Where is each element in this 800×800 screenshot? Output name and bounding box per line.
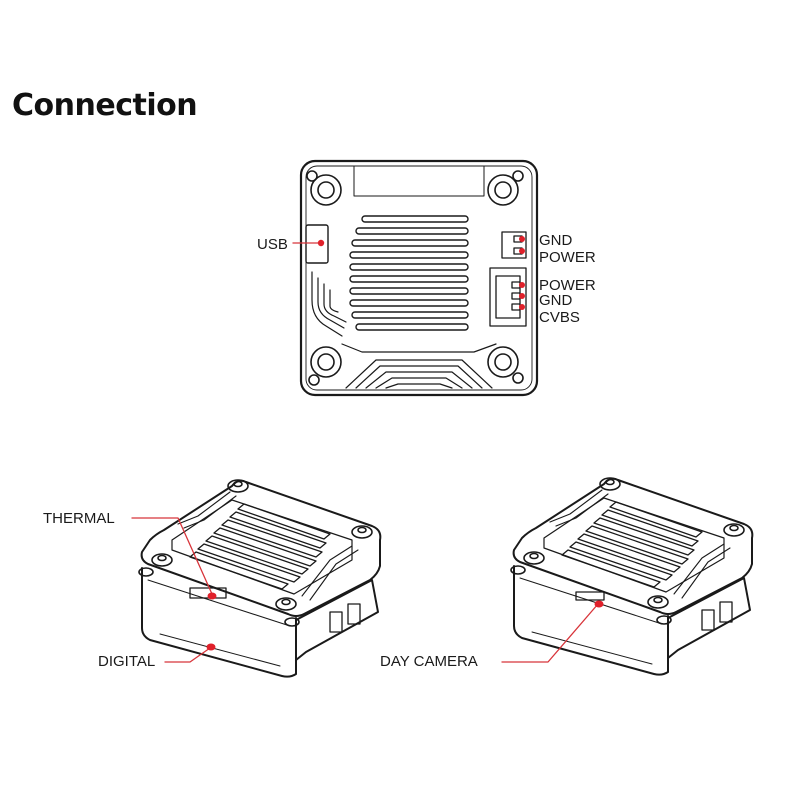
label-usb: USB bbox=[257, 236, 288, 253]
digital-marker bbox=[206, 643, 216, 651]
grooves-left bbox=[177, 491, 359, 601]
label-power-top: POWER bbox=[539, 249, 596, 266]
label-digital: DIGITAL bbox=[98, 653, 155, 670]
label-power-mid: POWER bbox=[539, 277, 596, 294]
day-camera-marker bbox=[594, 600, 604, 608]
heatsink-slats-right bbox=[561, 501, 703, 588]
top-view-module bbox=[299, 159, 539, 397]
label-gnd-top: GND bbox=[539, 232, 573, 249]
screw-top-right bbox=[487, 170, 524, 206]
thermal-marker bbox=[207, 592, 217, 600]
leader-lines bbox=[131, 242, 599, 663]
thermal-leader bbox=[131, 517, 213, 595]
screw-top-left bbox=[306, 170, 342, 206]
power-connector bbox=[501, 231, 527, 259]
screw-bottom-left bbox=[308, 346, 342, 386]
right-3d-module bbox=[510, 477, 754, 676]
top-view-markers bbox=[317, 236, 525, 310]
grooves-right bbox=[549, 489, 731, 599]
left-3d-module bbox=[138, 479, 382, 678]
label-thermal: THERMAL bbox=[43, 510, 115, 527]
page-title: Connection bbox=[12, 88, 198, 123]
heatsink-slots bbox=[349, 215, 469, 331]
day-camera-leader bbox=[501, 603, 599, 663]
label-gnd-mid: GND bbox=[539, 292, 573, 309]
digital-leader bbox=[164, 647, 211, 663]
usb-port bbox=[305, 224, 329, 264]
decorative-grooves bbox=[311, 271, 497, 389]
heatsink-slats-left bbox=[189, 503, 331, 590]
side-ports-right bbox=[575, 591, 733, 631]
label-cvbs: CVBS bbox=[539, 309, 580, 326]
screws-right bbox=[510, 477, 745, 625]
screws-left bbox=[138, 479, 373, 627]
module-markers bbox=[206, 592, 604, 651]
screw-bottom-right bbox=[487, 346, 524, 384]
side-ports-left bbox=[189, 587, 361, 633]
label-day-camera: DAY CAMERA bbox=[380, 653, 478, 670]
